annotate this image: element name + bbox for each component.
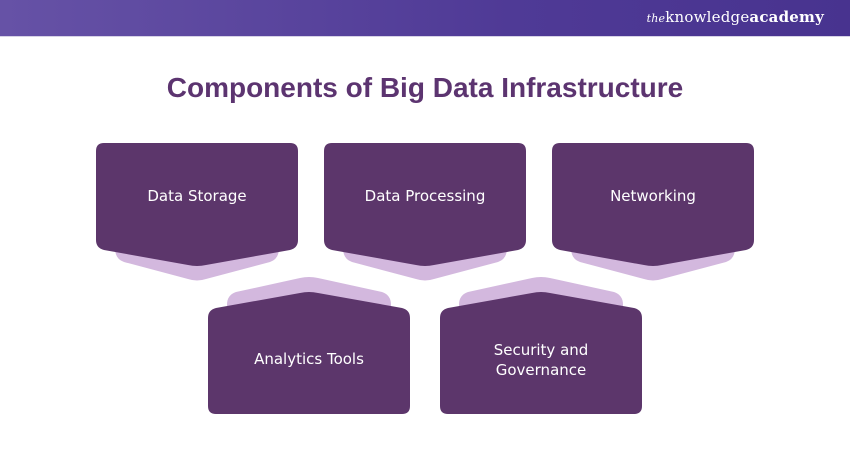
box-analytics-tools: [208, 292, 410, 414]
box-networking: [552, 143, 754, 266]
top-boxes: [96, 143, 754, 266]
brand-bold: academy: [749, 8, 824, 26]
component-label-data-storage: Data Storage: [147, 187, 247, 205]
header-bar: theknowledgeacademy: [0, 0, 850, 37]
brand-main: knowledge: [665, 8, 750, 26]
component-label-analytics-tools: Analytics Tools: [254, 350, 364, 368]
box-data-processing: [324, 143, 526, 266]
page-title: Components of Big Data Infrastructure: [166, 72, 684, 103]
component-label-networking: Networking: [610, 187, 696, 205]
brand-logo: theknowledgeacademy: [647, 8, 824, 26]
box-security-governance: [440, 292, 642, 414]
brand-prefix: the: [646, 12, 666, 25]
component-label-security-governance: Security and Governance: [493, 341, 589, 379]
component-label-data-processing: Data Processing: [364, 187, 486, 205]
box-data-storage: [96, 143, 298, 266]
bottom-boxes: [208, 292, 642, 414]
